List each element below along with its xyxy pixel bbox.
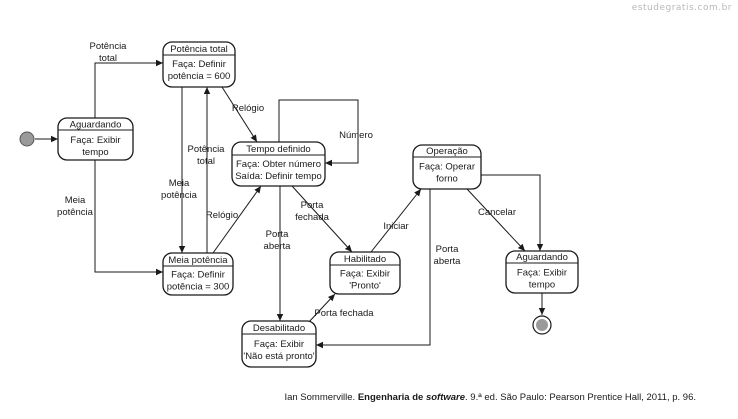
state-aguardando: Aguardando Faça: Exibir tempo [57, 117, 134, 161]
state-action: tempo [529, 280, 555, 291]
state-title: Tempo definido [246, 144, 310, 155]
state-action: Faça: Definir [172, 59, 226, 70]
state-title: Desabilitado [253, 323, 305, 334]
state-title: Potência total [170, 44, 228, 55]
state-title: Operação [426, 146, 468, 157]
state-potencia-total: Potência total Faça: Definir potência = … [162, 41, 236, 88]
state-desabilitado: Desabilitado Faça: Exibir 'Não está pron… [241, 320, 317, 368]
edge-aguardando-potencia-total [94, 59, 163, 118]
edge-label: Potência [90, 41, 128, 52]
state-action: Faça: Exibir [70, 135, 120, 146]
edge-label: potência [161, 190, 198, 201]
state-habilitado: Habilitado Faça: Exibir 'Pronto' [329, 251, 401, 295]
edge-label: aberta [264, 241, 292, 252]
edge-label: aberta [434, 256, 462, 267]
edge-habilitado-operacao [370, 188, 422, 253]
caption-title: Engenharia de [357, 392, 426, 403]
edge-label: Meia [169, 178, 190, 189]
edge-operacao-cancelar [466, 188, 526, 252]
edge-label: fechada [295, 212, 330, 223]
state-tempo-definido: Tempo definido Faça: Obter número Saída:… [231, 141, 326, 187]
edge-label: Cancelar [478, 207, 516, 218]
state-action: Faça: Obter número [236, 159, 321, 170]
caption-author: Ian Sommerville. [284, 392, 358, 403]
edge-label: Meia [65, 195, 86, 206]
state-action: 'Não está pronto' [243, 351, 314, 362]
caption-details: . 9.ª ed. São Paulo: Pearson Prentice Ha… [465, 392, 696, 403]
edge-tempo-habilitado [291, 185, 353, 253]
watermark: estudegratis.com.br [631, 3, 732, 13]
state-action: forno [436, 174, 458, 185]
state-title: Habilitado [344, 254, 386, 265]
edge-label: Relógio [206, 210, 238, 221]
state-meia-potencia: Meia potência Faça: Definir potência = 3… [162, 252, 234, 296]
state-action: Faça: Exibir [517, 268, 567, 279]
edge-label: Potência [188, 144, 226, 155]
edge-relogio-top [221, 86, 258, 143]
edge-label: Iniciar [383, 221, 408, 232]
edge-operacao-aguardando [473, 174, 544, 251]
edge-label: Porta [266, 229, 289, 240]
state-aguardando-final: Aguardando Faça: Exibir tempo [505, 250, 579, 294]
edge-desabilitado-habilitado [307, 293, 336, 324]
state-action: Faça: Definir [171, 270, 225, 281]
state-action: Saída: Definir tempo [235, 171, 322, 182]
initial-state-icon [19, 131, 35, 147]
edge-label: Porta [436, 244, 459, 255]
state-action: Faça: Exibir [254, 339, 304, 350]
state-action: Faça: Operar [419, 162, 475, 173]
edge-relogio-bottom [212, 185, 262, 254]
edge-label: total [99, 53, 117, 64]
edge-label: total [197, 156, 215, 167]
state-operacao: Operação Faça: Operar forno [412, 144, 482, 190]
edge-label: Número [339, 130, 373, 141]
edge-aguardando-meia-potencia [94, 160, 163, 276]
edge-operacao-desabilitado [316, 189, 431, 349]
figure-caption: Ian Sommerville. Engenharia de software.… [284, 392, 696, 403]
state-action: potência = 600 [168, 71, 231, 82]
edge-label: Porta fechada [314, 308, 374, 319]
edge-label: potência [57, 207, 94, 218]
caption-title-italic: software [425, 392, 466, 403]
edge-label: Relógio [232, 103, 264, 114]
edge-label: Porta [301, 200, 324, 211]
state-action: 'Pronto' [349, 281, 381, 292]
state-action: tempo [82, 147, 108, 158]
state-title: Meia potência [168, 255, 228, 266]
state-action: potência = 300 [167, 282, 230, 293]
state-action: Faça: Exibir [340, 269, 390, 280]
final-state-icon [532, 315, 552, 335]
state-title: Aguardando [516, 252, 568, 263]
state-title: Aguardando [70, 120, 122, 131]
